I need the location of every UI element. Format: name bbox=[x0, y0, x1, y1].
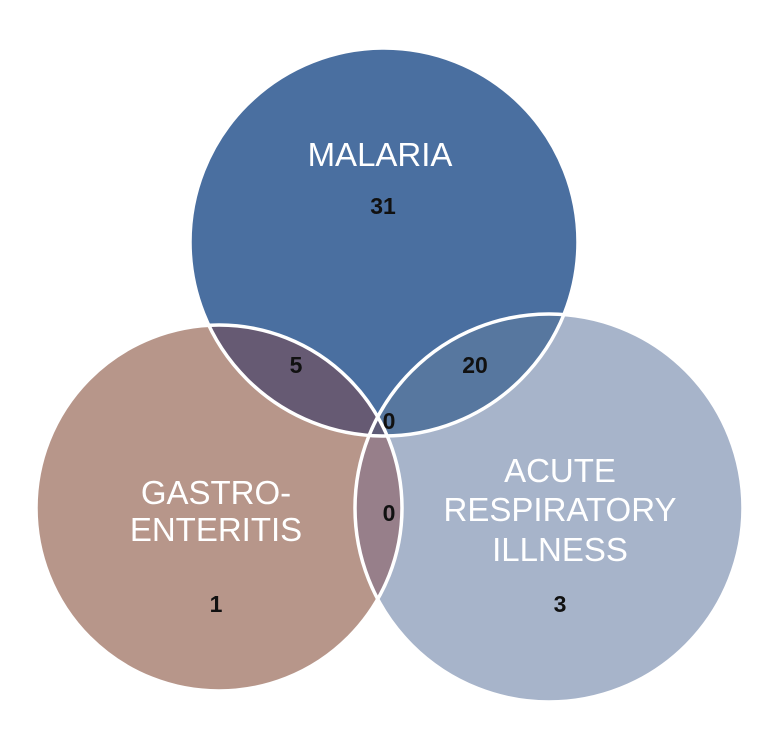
respiratory-label-line-2: RESPIRATORY bbox=[444, 491, 677, 528]
respiratory-label-line-1: ACUTE bbox=[504, 452, 616, 489]
malaria-label: MALARIA bbox=[308, 136, 453, 173]
malaria-outline bbox=[188, 46, 580, 438]
count-respiratory-only: 3 bbox=[554, 591, 567, 617]
gastroenteritis-label-line-2: ENTERITIS bbox=[130, 511, 302, 548]
respiratory-label-line-3: ILLNESS bbox=[492, 531, 628, 568]
gastroenteritis-label-line-1: GASTRO- bbox=[141, 474, 291, 511]
gastroenteritis-outline bbox=[34, 323, 404, 693]
count-gastroenteritis-respiratory: 0 bbox=[383, 500, 396, 526]
count-malaria-gastroenteritis: 5 bbox=[290, 352, 303, 378]
count-malaria-respiratory: 20 bbox=[462, 352, 488, 378]
overlap-malaria-respiratory bbox=[355, 314, 578, 436]
acute-respiratory-illness-outline bbox=[353, 312, 745, 704]
count-malaria-only: 31 bbox=[370, 193, 396, 219]
count-all-three: 0 bbox=[383, 408, 396, 434]
count-gastroenteritis-only: 1 bbox=[210, 591, 223, 617]
